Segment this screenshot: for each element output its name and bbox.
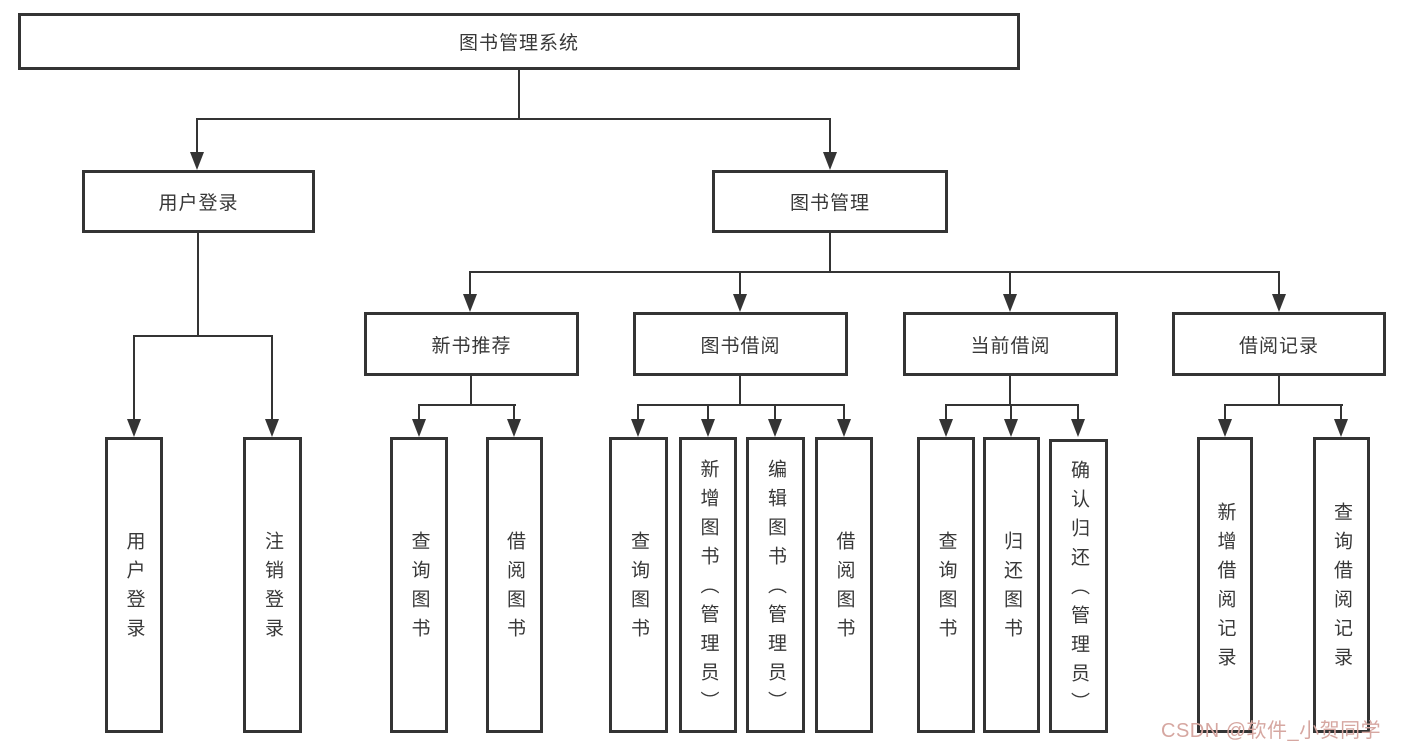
connector-bm-horizontal [469,271,1280,273]
connector-bm-drop3 [1009,271,1011,297]
connector-bm-vertical [829,233,831,273]
node-user-login-branch: 用户登录 [82,170,315,233]
node-leaf-record-query: 查询借阅记录 [1313,437,1370,733]
connector-g4-drop2 [1010,404,1012,421]
connector-g1-horizontal [133,335,273,337]
node-book-mgmt-branch: 图书管理 [712,170,948,233]
node-leaf-logout: 注销登录 [243,437,302,733]
connector-g1-drop2 [271,335,273,421]
node-leaf-current-confirm: 确认归还（管理员） [1049,439,1108,733]
arrow-down-icon [733,294,747,312]
arrow-down-icon [507,419,521,437]
connector-bm-drop4 [1278,271,1280,297]
connector-bookmgmt-drop [829,118,831,154]
node-leaf-borrow-edit: 编辑图书（管理员） [746,437,805,733]
connector-bm-drop2 [739,271,741,297]
arrow-down-icon [265,419,279,437]
node-current-borrow: 当前借阅 [903,312,1118,376]
node-leaf-current-query: 查询图书 [917,437,975,733]
arrow-down-icon [1334,419,1348,437]
connector-g2-horizontal [418,404,516,406]
connector-g2-drop2 [513,404,515,421]
connector-g4-vertical [1009,376,1011,406]
arrow-down-icon [701,419,715,437]
connector-g3-drop4 [843,404,845,421]
arrow-down-icon [412,419,426,437]
arrow-down-icon [1218,419,1232,437]
connector-g1-drop1 [133,335,135,421]
connector-g4-horizontal [945,404,1079,406]
arrow-down-icon [190,152,204,170]
arrow-down-icon [837,419,851,437]
node-leaf-user-login: 用户登录 [105,437,163,733]
connector-g2-drop1 [418,404,420,421]
connector-g5-horizontal [1224,404,1343,406]
node-root: 图书管理系统 [18,13,1020,70]
node-new-book: 新书推荐 [364,312,579,376]
node-leaf-record-add: 新增借阅记录 [1197,437,1253,733]
arrow-down-icon [1071,419,1085,437]
connector-g3-horizontal [637,404,845,406]
connector-g5-drop1 [1224,404,1226,421]
arrow-down-icon [823,152,837,170]
arrow-down-icon [1272,294,1286,312]
arrow-down-icon [631,419,645,437]
connector-bm-drop1 [469,271,471,297]
node-borrow-record: 借阅记录 [1172,312,1386,376]
connector-g3-drop1 [637,404,639,421]
node-leaf-newbook-query: 查询图书 [390,437,448,733]
node-leaf-borrow-query: 查询图书 [609,437,668,733]
node-leaf-current-return: 归还图书 [983,437,1040,733]
connector-g4-drop3 [1077,404,1079,421]
arrow-down-icon [1003,294,1017,312]
arrow-down-icon [463,294,477,312]
node-leaf-borrow-add: 新增图书（管理员） [679,437,737,733]
csdn-watermark: CSDN @软件_小贺同学 [1161,720,1382,742]
node-leaf-newbook-borrow: 借阅图书 [486,437,543,733]
node-leaf-borrow-borrow: 借阅图书 [815,437,873,733]
connector-root-vertical [518,70,520,118]
connector-g3-vertical [739,376,741,406]
arrow-down-icon [1004,419,1018,437]
connector-g4-drop1 [945,404,947,421]
connector-g5-drop2 [1340,404,1342,421]
connector-g5-vertical [1278,376,1280,406]
arrow-down-icon [939,419,953,437]
connector-g2-vertical [470,376,472,406]
connector-userlogin-drop [196,118,198,154]
arrow-down-icon [768,419,782,437]
connector-g3-drop3 [774,404,776,421]
connector-root-horizontal [196,118,831,120]
connector-g1-vertical [197,233,199,337]
connector-g3-drop2 [707,404,709,421]
node-book-borrow: 图书借阅 [633,312,848,376]
arrow-down-icon [127,419,141,437]
